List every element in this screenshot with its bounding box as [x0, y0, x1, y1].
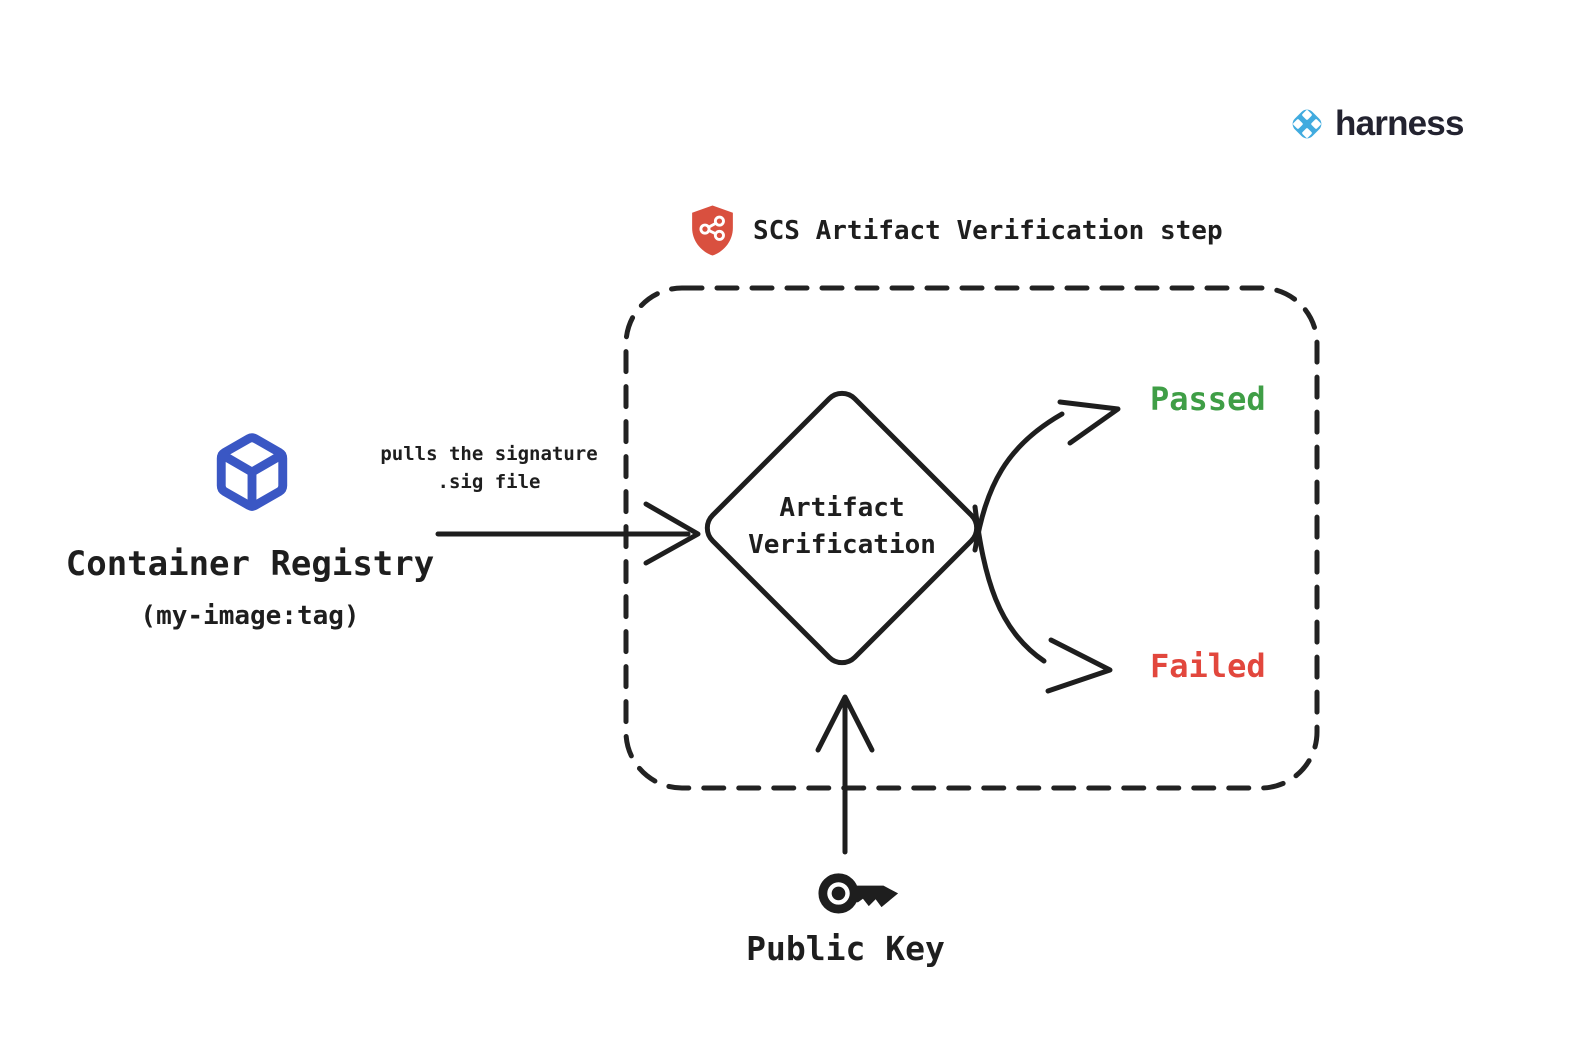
- passed-label: Passed: [1150, 380, 1266, 418]
- harness-logo: harness: [1286, 103, 1464, 145]
- public-key-arrow: [815, 694, 875, 855]
- decision-node-label: Artifact Verification: [712, 490, 972, 564]
- passed-arrow: [972, 399, 1121, 553]
- decision-diamond-shape: [704, 390, 980, 666]
- pull-edge-label-line2: .sig file: [437, 471, 541, 493]
- pull-edge-label-line1: pulls the signature: [380, 443, 598, 465]
- public-key-label: Public Key: [746, 929, 945, 968]
- key-icon: [818, 873, 899, 914]
- harness-wordmark: harness: [1335, 104, 1464, 143]
- failed-label: Failed: [1150, 647, 1266, 685]
- failed-arrow: [972, 504, 1113, 694]
- decision-label-line2: Verification: [748, 530, 936, 560]
- decision-label-line1: Artifact: [779, 493, 905, 523]
- container-registry-sublabel: (my-image:tag): [140, 601, 360, 631]
- step-title: SCS Artifact Verification step: [753, 215, 1223, 246]
- step-header: SCS Artifact Verification step: [688, 203, 1223, 258]
- harness-logo-icon: [1292, 109, 1322, 139]
- scs-shield-icon: [692, 205, 733, 256]
- scs-step-boundary: [623, 285, 1320, 791]
- cube-icon: [216, 433, 288, 511]
- pull-edge-label: pulls the signature .sig file: [380, 440, 598, 496]
- container-registry-label: Container Registry: [65, 544, 435, 584]
- pull-arrow: [435, 501, 701, 566]
